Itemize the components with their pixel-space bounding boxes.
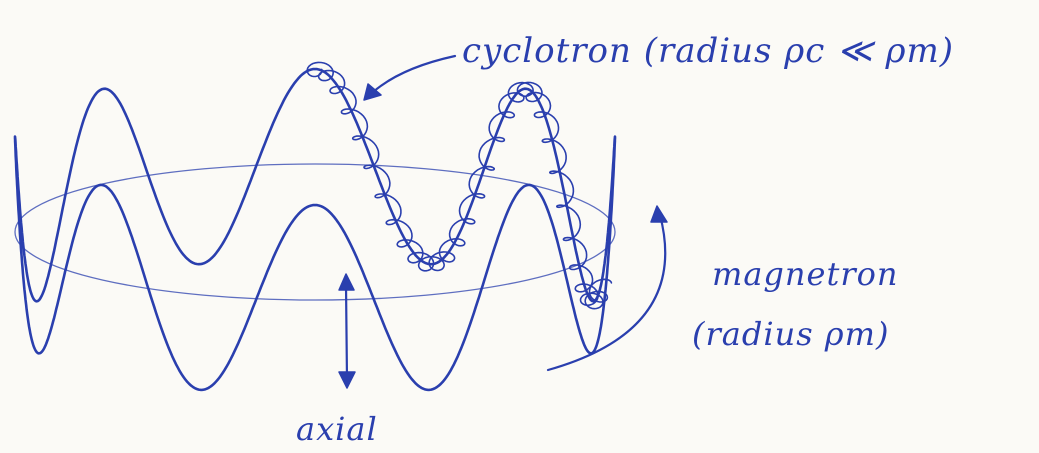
magnetron-orbit-ellipse xyxy=(15,164,615,300)
cyclotron-label: cyclotron (radius ρc ≪ ρm) xyxy=(462,31,954,71)
axial-label: axial xyxy=(296,410,378,448)
cyclotron-pointer-arrow xyxy=(372,56,455,93)
magnetron-rotation-arrowhead xyxy=(651,206,667,222)
magnetron-radius-label: (radius ρm) xyxy=(692,315,889,353)
axial-arrow-shaft xyxy=(346,285,347,380)
axial-arrow-head-down xyxy=(339,372,355,388)
magnetron-label: magnetron xyxy=(712,255,898,293)
axial-arrow-head-up xyxy=(339,274,354,290)
axial-magnetron-trajectory xyxy=(15,69,615,390)
